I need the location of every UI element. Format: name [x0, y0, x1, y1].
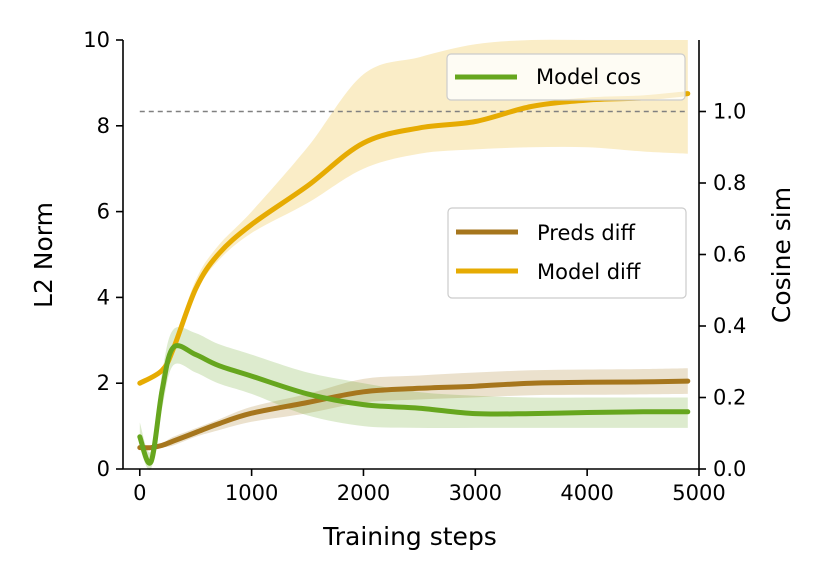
- series-lines: [137, 91, 691, 466]
- legend-top-frame: [446, 53, 686, 101]
- y-right-tick-label-0-6: 0.6: [713, 243, 746, 267]
- y-left-tick-label-6: 6: [97, 200, 110, 224]
- y-right-tick-label-0-8: 0.8: [713, 171, 746, 195]
- x-tick-label-3000: 3000: [449, 481, 502, 505]
- y-left-tick-label-8: 8: [97, 114, 110, 138]
- y-right-tick-label-0-4: 0.4: [713, 314, 746, 338]
- band-preds-diff: [139, 368, 688, 450]
- legend-middle: Preds diff Model diff: [447, 207, 687, 299]
- y-right-ticks: 0.0 0.2 0.4 0.6 0.8 1.0: [699, 100, 746, 481]
- legend-label-model-cos: Model cos: [536, 65, 641, 89]
- y-right-tick-label-0-2: 0.2: [713, 386, 746, 410]
- y-right-axis-title: Cosine sim: [767, 187, 796, 323]
- x-tick-label-4000: 4000: [560, 481, 613, 505]
- band-model-cos: [139, 327, 688, 471]
- legend-top: Model cos: [446, 53, 686, 101]
- y-left-tick-label-0: 0: [97, 457, 110, 481]
- y-left-tick-label-2: 2: [97, 371, 110, 395]
- x-tick-label-5000: 5000: [672, 481, 725, 505]
- legend-label-preds-diff: Preds diff: [537, 221, 635, 245]
- x-tick-label-1000: 1000: [225, 481, 278, 505]
- y-left-tick-label-4: 4: [97, 285, 110, 309]
- x-tick-label-2000: 2000: [337, 481, 390, 505]
- y-left-ticks: 0 2 4 6 8 10: [83, 28, 123, 481]
- band-model-diff: [139, 39, 688, 384]
- y-right-tick-label-1-0: 1.0: [713, 100, 746, 124]
- legend-label-model-diff: Model diff: [537, 260, 641, 284]
- confidence-bands: [139, 39, 688, 471]
- line-model-cos: [137, 343, 691, 466]
- y-right-tick-label-0-0: 0.0: [713, 457, 746, 481]
- x-axis-title: Training steps: [322, 522, 497, 551]
- x-tick-label-0: 0: [133, 481, 146, 505]
- y-left-axis-title: L2 Norm: [29, 202, 58, 308]
- y-left-tick-label-10: 10: [83, 28, 110, 52]
- line-model-diff: [137, 91, 691, 386]
- x-ticks: 0 1000 2000 3000 4000 5000: [133, 469, 726, 505]
- line-preds-diff: [137, 378, 691, 451]
